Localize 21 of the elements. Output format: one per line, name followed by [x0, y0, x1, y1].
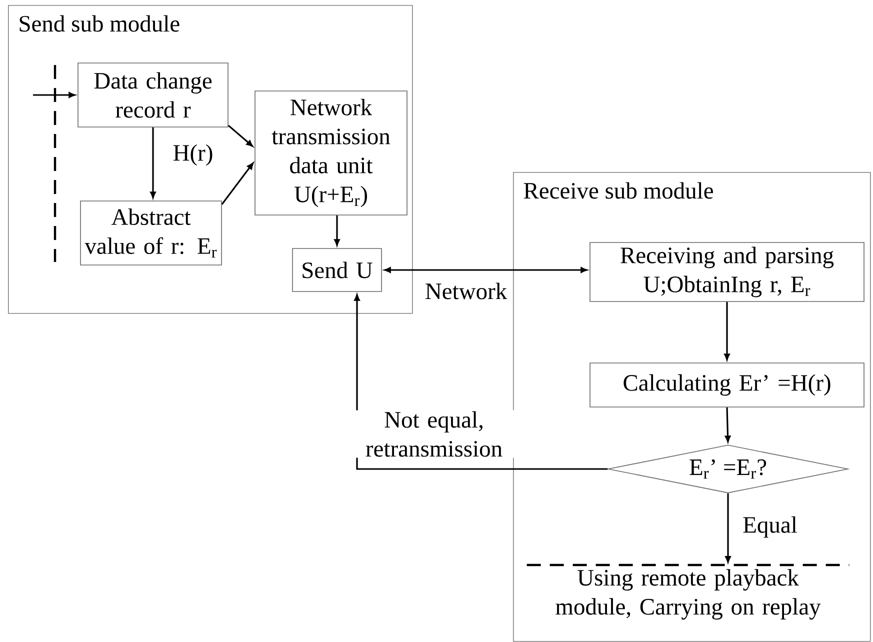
arrow: [334, 215, 340, 246]
process-box: Calculating Er’ =H(r): [590, 362, 864, 408]
arrow: [150, 127, 156, 198]
arrow: [725, 493, 731, 563]
process-box: Network transmission data unit U(r+E$_{r}$): [254, 90, 408, 216]
edge-label: Not equal, retransmission: [350, 410, 518, 458]
process-box: Send U: [292, 248, 382, 292]
arrow: [228, 124, 253, 147]
process-box: Abstract value of r: E$_{r}$: [80, 200, 222, 266]
edge-label: H(r): [172, 143, 214, 167]
edge-label: Network: [424, 282, 508, 300]
process-box: Data change record r: [78, 62, 228, 128]
arrow: [354, 294, 608, 470]
arrow: [724, 407, 731, 442]
arrow: [33, 92, 76, 98]
process-box: Receiving and parsing U;ObtainIng r, E$_{r}$: [590, 242, 864, 302]
arrow: [384, 267, 588, 273]
edge-label: Equal: [742, 515, 798, 539]
end-line: Using remote playback module, Carrying on replay: [526, 564, 850, 620]
arrow: [221, 162, 254, 205]
arrow: [724, 302, 730, 360]
